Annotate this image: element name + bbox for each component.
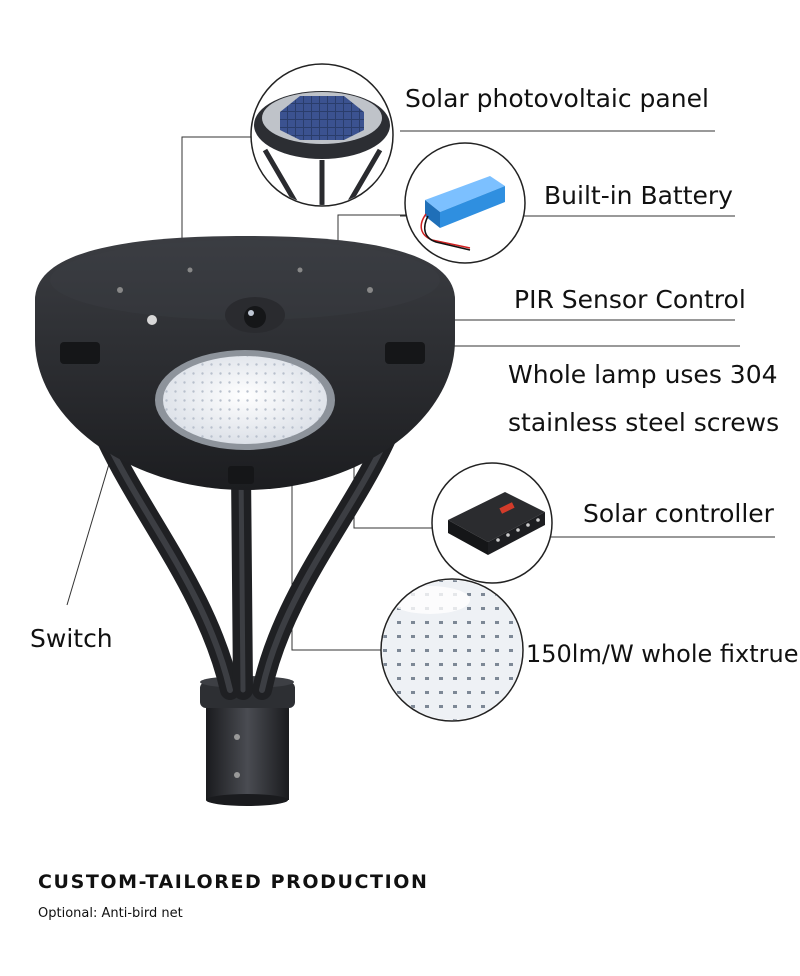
- led-module: [155, 350, 335, 450]
- callout-solar-panel: [250, 63, 394, 207]
- label-led-fixture: 150lm/W whole fixtrue: [526, 640, 799, 668]
- label-solar-panel: Solar photovoltaic panel: [405, 84, 709, 113]
- callout-battery: [404, 142, 526, 264]
- optional-note: Optional: Anti-bird net: [38, 906, 183, 921]
- callout-solar-controller: [431, 462, 553, 584]
- lamp-head: [35, 236, 455, 490]
- label-screws-line-2: stainless steel screws: [508, 408, 780, 437]
- label-solar-controller: Solar controller: [583, 499, 774, 528]
- callout-led-fixture: [380, 578, 524, 722]
- pir-sensor: [225, 297, 285, 333]
- leader-line-fixture: [291, 420, 382, 651]
- label-built-in-battery: Built-in Battery: [544, 181, 733, 210]
- label-switch: Switch: [30, 624, 113, 653]
- leader-line-solar-drop: [181, 136, 255, 246]
- label-pir-sensor: PIR Sensor Control: [514, 285, 746, 314]
- label-screws-line-1: Whole lamp uses 304: [508, 360, 778, 389]
- section-heading: CUSTOM-TAILORED PRODUCTION: [38, 871, 429, 893]
